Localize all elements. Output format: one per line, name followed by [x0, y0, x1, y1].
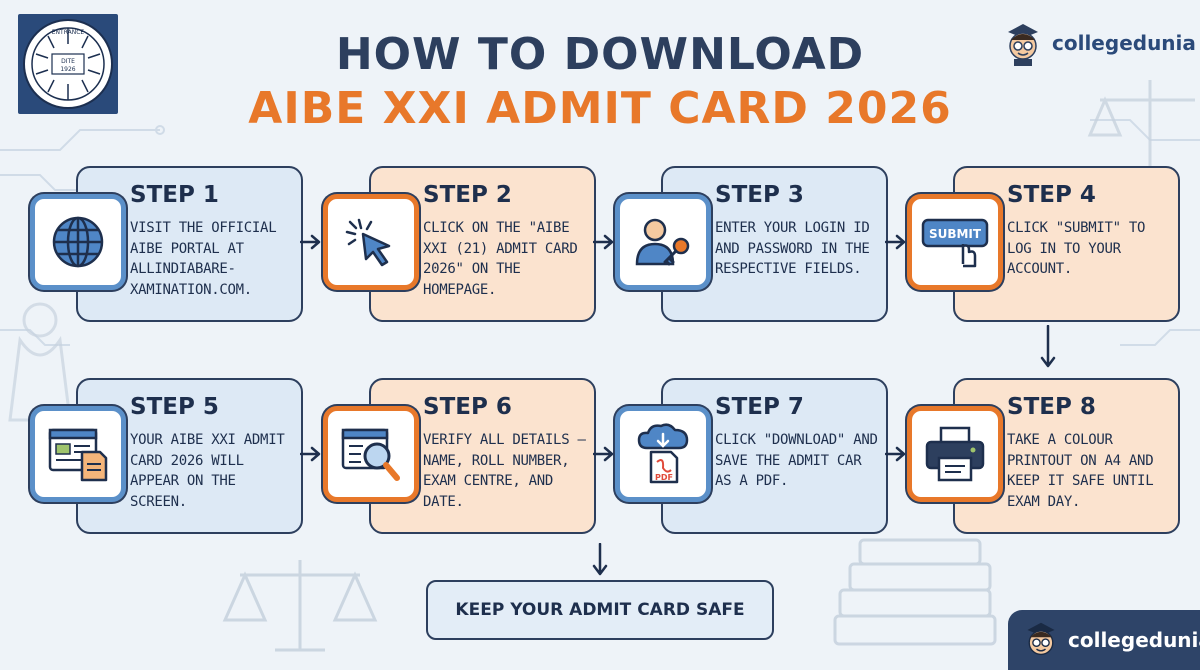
- step-2-title: STEP 2: [423, 182, 512, 208]
- step-4-text: CLICK "SUBMIT" TO LOG IN TO YOUR ACCOUNT…: [1007, 220, 1146, 277]
- step-6-title: STEP 6: [423, 394, 512, 420]
- step-4-title: STEP 4: [1007, 182, 1096, 208]
- step-5-card: STEP 5 YOUR AIBE XXI ADMIT CARD 2026 WIL…: [30, 378, 303, 534]
- arrow-down-icon: [1040, 325, 1056, 368]
- cloud-pdf-icon: PDF: [637, 423, 689, 484]
- bar-council-seal: ENTRANCE DITE 1926: [18, 14, 118, 114]
- document-screen-icon: [48, 428, 108, 482]
- step-3-card: STEP 3 ENTER YOUR LOGIN ID AND PASSWORD …: [615, 166, 888, 322]
- step-7-card: PDF STEP 7 CLICK "DOWNLOAD" AND SAVE THE…: [615, 378, 888, 534]
- user-key-icon: [635, 218, 690, 266]
- step-5-text: YOUR AIBE XXI ADMIT CARD 2026 WILL APPEA…: [130, 432, 285, 510]
- step-8-title: STEP 8: [1007, 394, 1096, 420]
- brand-name-top: collegedunia: [1052, 31, 1196, 55]
- step-6-icon-box: [323, 406, 419, 502]
- arrow-right-icon: [885, 234, 906, 250]
- step-8-card: STEP 8 TAKE A COLOUR PRINTOUT ON A4 AND …: [907, 378, 1180, 534]
- step-7-title: STEP 7: [715, 394, 804, 420]
- globe-icon: [52, 216, 104, 268]
- step-4-icon-box: SUBMIT: [907, 194, 1003, 290]
- step-7-icon-box: PDF: [615, 406, 711, 502]
- step-5-icon-box: [30, 406, 126, 502]
- step-3-text: ENTER YOUR LOGIN ID AND PASSWORD IN THE …: [715, 220, 870, 277]
- arrow-down-icon: [592, 543, 608, 576]
- step-7-text: CLICK "DOWNLOAD" AND SAVE THE ADMIT CAR …: [715, 432, 878, 489]
- step-8-icon-box: [907, 406, 1003, 502]
- arrow-right-icon: [593, 234, 614, 250]
- step-1-icon-box: [30, 194, 126, 290]
- brand-logo-top[interactable]: collegedunia: [1002, 18, 1196, 68]
- arrow-right-icon: [300, 446, 321, 462]
- arrow-right-icon: [885, 446, 906, 462]
- step-1-text: VISIT THE OFFICIAL AIBE PORTAL AT ALLIND…: [130, 220, 277, 298]
- step-4-card: SUBMIT STEP 4 CLICK "SUBMIT" TO LOG IN T…: [907, 166, 1180, 322]
- step-2-text: CLICK ON THE "AIBE XXI (21) ADMIT CARD 2…: [423, 220, 578, 298]
- mascot-icon: [1008, 24, 1038, 66]
- printer-icon: [925, 426, 985, 482]
- pdf-icon-label: PDF: [655, 473, 673, 482]
- cursor-click-icon: [345, 218, 391, 267]
- brand-logo-bottom[interactable]: collegedunia: [1008, 610, 1200, 670]
- brand-name-bottom: collegedunia: [1068, 628, 1200, 652]
- keep-admit-card-safe-box: KEEP YOUR ADMIT CARD SAFE: [426, 580, 774, 640]
- seal-center-bottom: 1926: [60, 66, 75, 73]
- step-3-title: STEP 3: [715, 182, 804, 208]
- title-line-1: HOW TO DOWNLOAD: [335, 29, 865, 80]
- page-title: HOW TO DOWNLOAD AIBE XXI ADMIT CARD 2026: [0, 28, 1200, 136]
- step-2-card: STEP 2 CLICK ON THE "AIBE XXI (21) ADMIT…: [323, 166, 596, 322]
- arrow-right-icon: [593, 446, 614, 462]
- mascot-icon: [1027, 622, 1055, 656]
- step-6-text: VERIFY ALL DETAILS — NAME, ROLL NUMBER, …: [423, 432, 586, 510]
- step-6-card: STEP 6 VERIFY ALL DETAILS — NAME, ROLL N…: [323, 378, 596, 534]
- seal-center-top: DITE: [61, 58, 75, 65]
- arrow-right-icon: [300, 234, 321, 250]
- step-5-title: STEP 5: [130, 394, 219, 420]
- seal-emblem-icon: ENTRANCE DITE 1926: [23, 19, 113, 109]
- step-2-icon-box: [323, 194, 419, 290]
- submit-icon-label: SUBMIT: [929, 227, 982, 241]
- submit-button-icon: SUBMIT: [921, 218, 989, 268]
- magnify-document-icon: [341, 428, 400, 481]
- step-1-title: STEP 1: [130, 182, 219, 208]
- step-1-card: STEP 1 VISIT THE OFFICIAL AIBE PORTAL AT…: [30, 166, 303, 322]
- title-line-2: AIBE XXI ADMIT CARD 2026: [248, 83, 952, 134]
- step-8-text: TAKE A COLOUR PRINTOUT ON A4 AND KEEP IT…: [1007, 432, 1154, 510]
- step-3-icon-box: [615, 194, 711, 290]
- seal-ring-text: ENTRANCE: [52, 29, 85, 36]
